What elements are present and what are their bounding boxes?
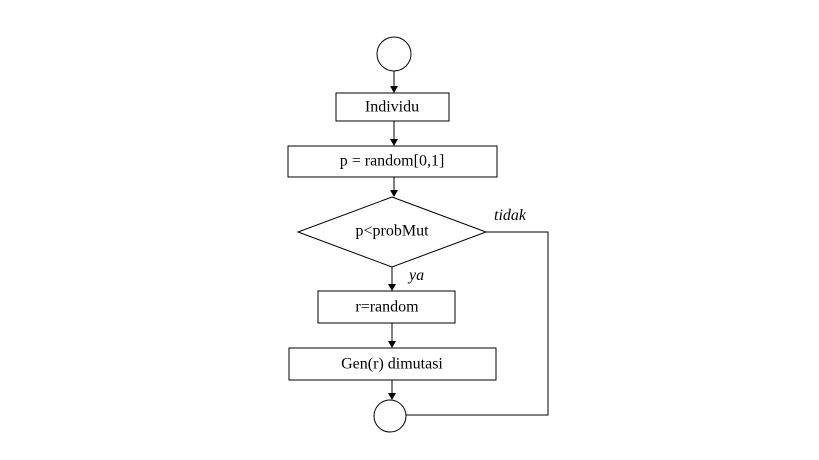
arrowhead-random-r — [388, 284, 396, 291]
arrowhead-decision — [390, 190, 398, 197]
arrowhead-end — [388, 393, 396, 400]
arrowhead-individu — [390, 86, 398, 93]
process-random-r-label: r=random — [355, 299, 419, 316]
arrowhead-random-p — [390, 139, 398, 146]
process-individu — [335, 92, 450, 122]
edge-label-no: tidak — [494, 207, 527, 224]
process-random-r — [317, 290, 456, 324]
start-connector — [376, 36, 412, 72]
end-connector — [373, 399, 407, 433]
edge-decision-to-end — [406, 231, 549, 416]
process-random-p — [287, 145, 498, 178]
arrowhead-mutate — [388, 341, 396, 348]
process-random-p-label: p = random[0,1] — [340, 153, 445, 170]
edge-label-yes: ya — [407, 267, 424, 284]
process-mutate-label: Gen(r) dimutasi — [341, 356, 443, 373]
process-mutate — [288, 347, 497, 381]
decision-prob-mut-label: p<probMut — [355, 223, 429, 240]
process-individu-label: Individu — [365, 99, 419, 116]
